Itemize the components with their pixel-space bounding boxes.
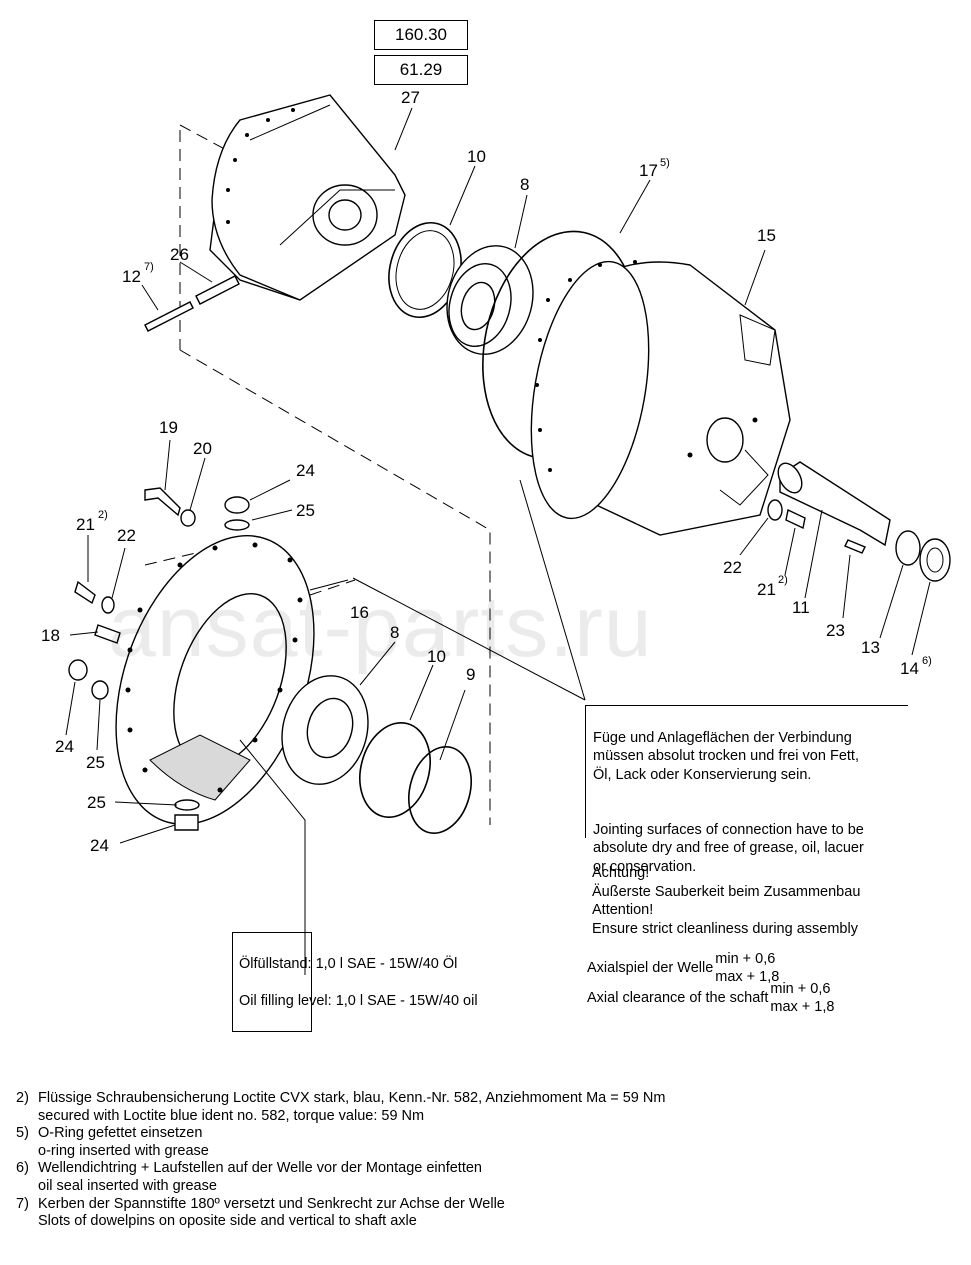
part-11-shaft (777, 461, 891, 547)
callout-24-top: 24 (296, 461, 315, 480)
footnote-english: oil seal inserted with grease (38, 1177, 217, 1194)
jointing-note-english: Jointing surfaces of connection have to … (593, 821, 864, 875)
axial-max-english: max + 1,8 (770, 999, 835, 1015)
part-8-bearing-top (446, 245, 534, 355)
footnotes: 2) Flüssige Schraubensicherung Loctite CV… (16, 1090, 665, 1231)
footnote-english: o-ring inserted with grease (38, 1142, 209, 1159)
ref-number-1: 160.30 (395, 25, 447, 44)
footnote-7: 7) Kerben der Spannstifte 180º versetzt u… (16, 1196, 665, 1214)
callout-25-bottom: 25 (87, 793, 106, 812)
callout-10-bottom: 10 (427, 647, 446, 666)
axial-tolerance-german: min + 0,6 max + 1,8 (715, 950, 779, 986)
callout-24-left: 24 (55, 737, 74, 756)
callout-17-footnote: 5) (660, 157, 670, 169)
axial-min-german: min + 0,6 (715, 951, 776, 967)
footnote-indent (16, 1143, 38, 1161)
leader-lines (65, 107, 931, 975)
callout-11: 11 (792, 598, 810, 617)
callout-21-right-footnote: 2) (778, 574, 788, 586)
footnote-english: Slots of dowelpins on oposite side and v… (38, 1213, 417, 1230)
footnote-number: 6) (16, 1160, 29, 1177)
callout-17: 17 (639, 161, 658, 180)
footnote-german: Flüssige Schraubensicherung Loctite CVX … (38, 1090, 666, 1106)
callout-16: 16 (350, 603, 369, 622)
part-12-26-pins (144, 275, 240, 332)
axial-clearance-english: Axial clearance of the schaftmin + 0,6 ma… (587, 980, 834, 1016)
callout-21-left: 21 (76, 515, 95, 534)
callout-9: 9 (466, 665, 475, 684)
callout-15: 15 (757, 226, 776, 245)
footnote-german: Kerben der Spannstifte 180º versetzt und… (38, 1195, 505, 1212)
callout-13: 13 (861, 638, 880, 657)
callout-20: 20 (193, 439, 212, 458)
oil-level-box: Ölfüllstand: 1,0 l SAE - 15W/40 Öl Oil f… (232, 932, 478, 1032)
footnote-5: 5) O-Ring gefettet einsetzen (16, 1125, 665, 1143)
callout-14: 14 (900, 659, 919, 678)
part-8-bearing-bottom (281, 675, 369, 785)
callout-21-right: 21 (757, 580, 776, 599)
ref-number-2: 61.29 (399, 60, 443, 79)
axial-label-german: Axialspiel der Welle (587, 959, 714, 976)
footnote-7-english: Slots of dowelpins on oposite side and v… (16, 1213, 665, 1231)
axial-min-english: min + 0,6 (770, 981, 831, 997)
axial-tolerance-english: min + 0,6 max + 1,8 (770, 980, 834, 1016)
footnote-6-english: oil seal inserted with grease (16, 1178, 665, 1196)
axial-label-english: Axial clearance of the schaft (587, 989, 769, 1006)
ref-number-box-1: 160.30 (374, 20, 468, 50)
callout-12-footnote: 7) (144, 261, 154, 273)
axial-max-german: max + 1,8 (715, 969, 780, 985)
ref-number-box-2: 61.29 (374, 55, 468, 85)
oil-level-german: Ölfüllstand: 1,0 l SAE - 15W/40 Öl (239, 955, 458, 972)
part-10-9-circlips-bottom (359, 722, 472, 835)
jointing-note-german: Füge und Anlageflächen der Verbindung mü… (593, 729, 859, 783)
jointing-note-box: Füge und Anlageflächen der Verbindung mü… (585, 705, 908, 875)
footnote-2-english: secured with Loctite blue ident no. 582,… (16, 1108, 665, 1126)
callout-labels: 27 10 8 17 5) 15 26 12 7) 19 20 24 25 21… (41, 88, 932, 855)
callout-22-left: 22 (117, 526, 136, 545)
part-21-22-screw-right (767, 499, 806, 530)
callout-8-top: 8 (520, 175, 529, 194)
callout-10-top: 10 (467, 147, 486, 166)
footnote-6: 6) Wellendichtring + Laufstellen auf der … (16, 1160, 665, 1178)
footnote-number: 5) (16, 1125, 29, 1142)
callout-19: 19 (159, 418, 178, 437)
part-16-flange (115, 535, 315, 825)
attention-note: Achtung! Äußerste Sauberkeit beim Zusamm… (592, 865, 861, 937)
callout-25-left: 25 (86, 753, 105, 772)
footnote-number: 2) (16, 1090, 29, 1106)
footnote-number: 7) (16, 1195, 29, 1212)
callout-24-bottom: 24 (90, 836, 109, 855)
callout-27: 27 (401, 88, 420, 107)
part-13-14-seals (895, 530, 951, 582)
footnote-indent (16, 1108, 38, 1126)
callout-18: 18 (41, 626, 60, 645)
small-fasteners-left (68, 487, 250, 831)
part-23-key (844, 539, 866, 554)
callout-25-top: 25 (296, 501, 315, 520)
footnote-5-english: o-ring inserted with grease (16, 1143, 665, 1161)
footnote-german: Wellendichtring + Laufstellen auf der We… (38, 1160, 482, 1177)
callout-12: 12 (122, 267, 141, 286)
footnote-2: 2) Flüssige Schraubensicherung Loctite CV… (16, 1090, 665, 1108)
oil-level-english: Oil filling level: 1,0 l SAE - 15W/40 oi… (239, 992, 478, 1009)
footnote-indent (16, 1213, 38, 1231)
callout-23: 23 (826, 621, 845, 640)
footnote-german: O-Ring gefettet einsetzen (38, 1125, 203, 1142)
axial-clearance-german: Axialspiel der Wellemin + 0,6 max + 1,8 (587, 950, 779, 986)
part-27-cover (209, 94, 406, 301)
footnote-indent (16, 1178, 38, 1196)
callout-26: 26 (170, 245, 189, 264)
footnote-english: secured with Loctite blue ident no. 582,… (38, 1107, 425, 1124)
part-15-housing (530, 260, 791, 536)
callout-14-footnote: 6) (922, 655, 932, 667)
callout-22-right: 22 (723, 558, 742, 577)
callout-8-bottom: 8 (390, 623, 399, 642)
callout-21-left-footnote: 2) (98, 509, 108, 521)
